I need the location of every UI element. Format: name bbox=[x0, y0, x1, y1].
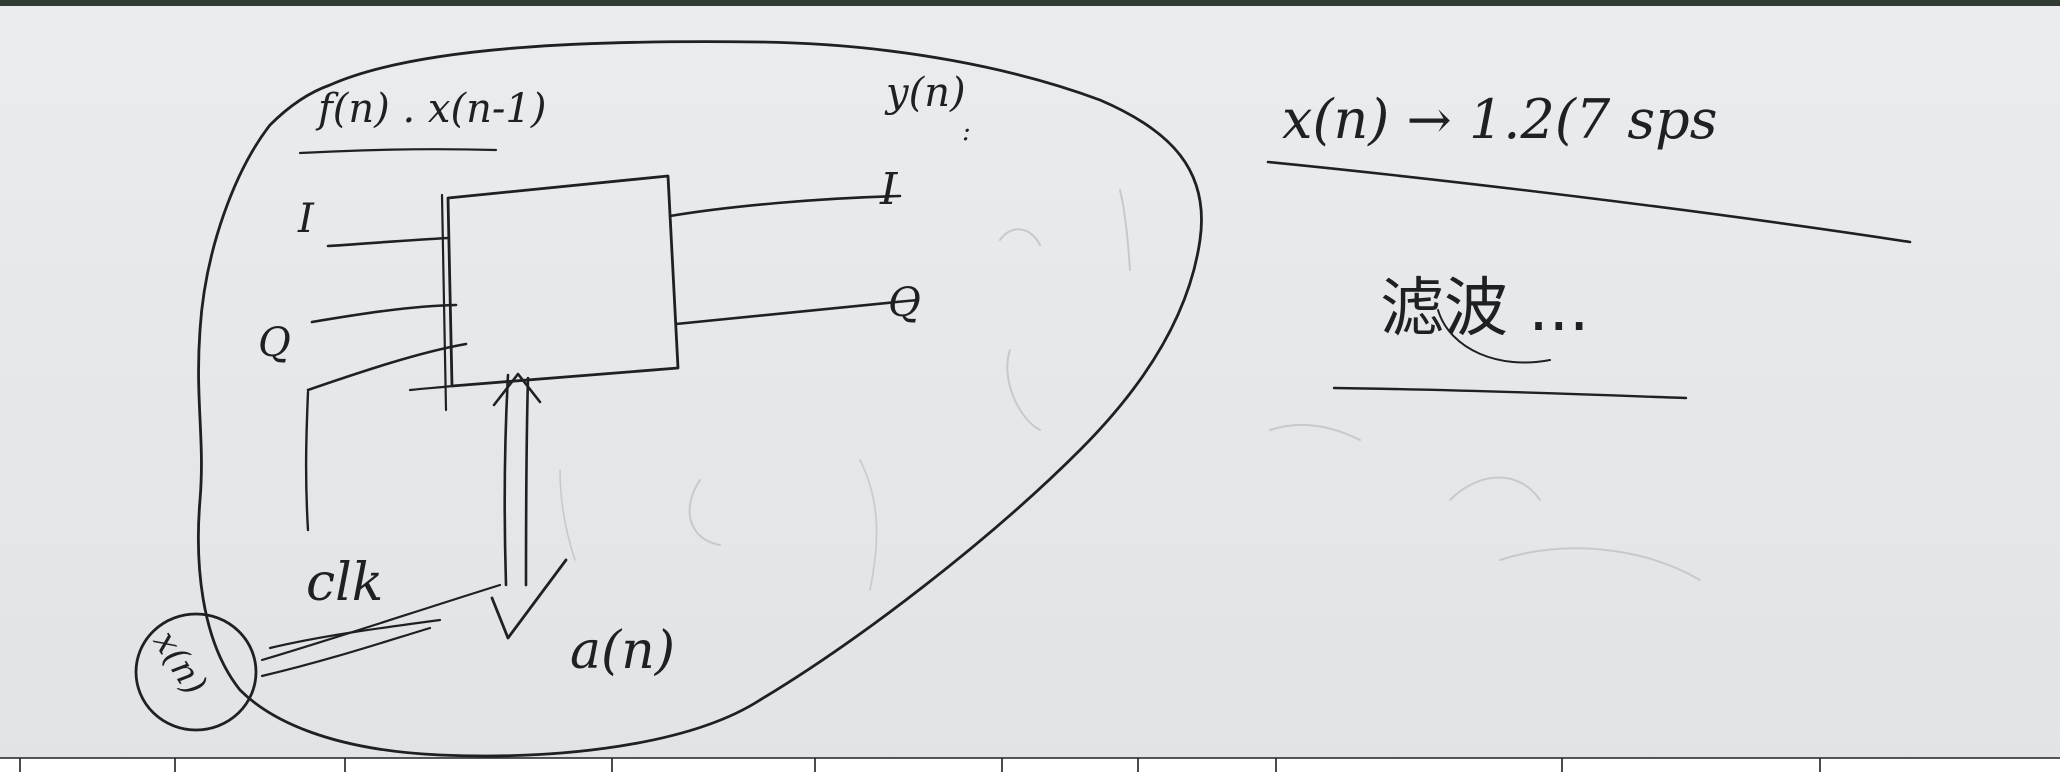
an-arrow-head-bottom bbox=[490, 558, 568, 640]
label-input-q: Q bbox=[258, 320, 291, 366]
label-dots: : bbox=[962, 117, 971, 147]
right-formula-underline bbox=[1266, 160, 1912, 244]
label-arrow-an: a(n) bbox=[570, 621, 675, 681]
an-arrow-shaft-left bbox=[503, 373, 510, 587]
block-bottom-stub bbox=[408, 384, 454, 392]
label-clock: clk bbox=[306, 553, 383, 613]
circle-link-1 bbox=[260, 583, 502, 662]
system-boundary bbox=[197, 40, 1203, 758]
label-circled-note: x(n) bbox=[145, 624, 215, 703]
faint-background-marks bbox=[559, 189, 1701, 591]
right-note-underline bbox=[1332, 386, 1688, 400]
label-top-right-signal: y(n) bbox=[884, 70, 966, 116]
processing-block bbox=[446, 174, 680, 388]
right-note-arc bbox=[1437, 309, 1551, 364]
clock-line bbox=[306, 342, 468, 392]
clock-vertical bbox=[304, 390, 310, 532]
label-output-q: Q bbox=[888, 280, 921, 326]
an-arrow-head-top bbox=[492, 372, 542, 407]
output-line-i bbox=[668, 194, 902, 218]
label-input-i: I bbox=[297, 196, 315, 242]
label-output-i: I bbox=[879, 164, 899, 215]
block-left-edge bbox=[440, 193, 448, 412]
bottom-strip-border bbox=[0, 757, 2060, 772]
input-line-i bbox=[326, 236, 450, 248]
header-underline bbox=[298, 148, 498, 155]
an-arrow-shaft-right bbox=[524, 376, 530, 587]
label-right-note: 滤波 ... bbox=[1380, 272, 1589, 346]
output-line-q bbox=[674, 298, 920, 326]
label-right-formula: x(n) → 1.2(7 sps bbox=[1282, 88, 1717, 151]
circle-link-2 bbox=[260, 626, 432, 678]
circled-note-ring bbox=[134, 612, 258, 732]
input-line-q bbox=[310, 303, 458, 324]
top-edge bbox=[0, 0, 2060, 6]
bottom-strip bbox=[0, 758, 2060, 772]
label-top-left-signal: f(n) . x(n-1) bbox=[315, 86, 546, 132]
circle-link-3 bbox=[268, 618, 442, 650]
